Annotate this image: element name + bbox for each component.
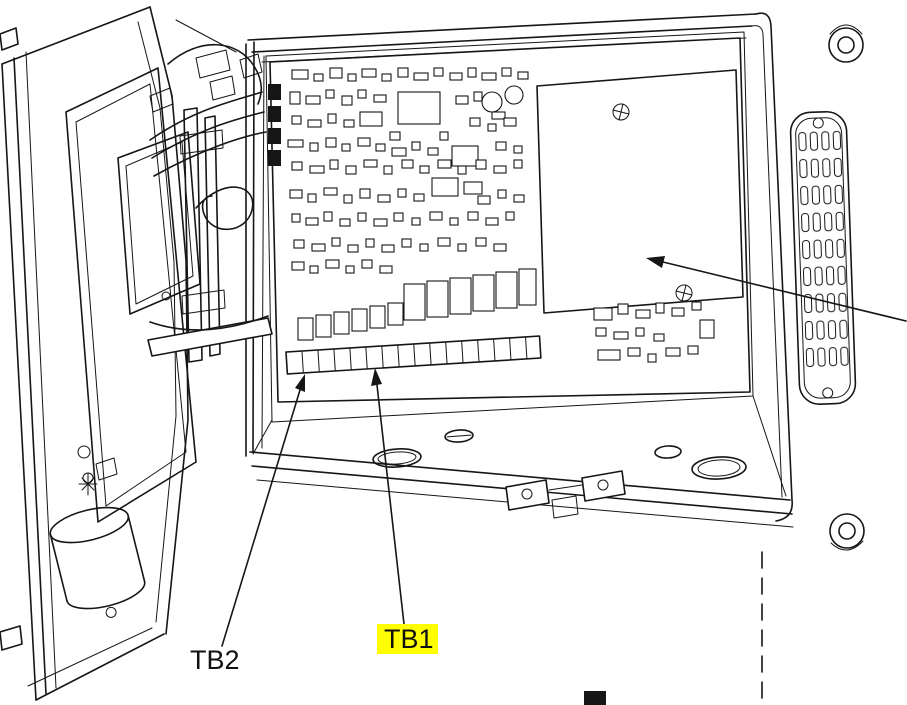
ic-chip	[397, 91, 441, 125]
pcb-connector	[268, 106, 281, 122]
leader-tb2	[221, 374, 305, 647]
display-board	[65, 67, 197, 523]
screw-star-icon	[78, 472, 98, 496]
slotted-vent-panel	[789, 110, 857, 405]
floor-cutouts	[372, 429, 747, 480]
mounting-bracket	[505, 470, 626, 519]
label-tb1: TB1	[384, 624, 434, 654]
ic-chip	[463, 181, 483, 195]
diagram-labels: TB2 TB1	[190, 624, 438, 675]
capacitor-cylinder	[49, 506, 146, 618]
pcb-components-lower	[593, 301, 715, 363]
pcb-connector	[268, 150, 281, 166]
pcb-components	[287, 67, 529, 274]
label-tb2: TB2	[190, 645, 240, 675]
tb1-highlight	[377, 624, 438, 654]
ribbon-cable	[147, 317, 273, 357]
door-assembly	[0, 6, 201, 701]
leader-tb1	[371, 368, 405, 625]
ic-chip	[451, 145, 479, 167]
bottom-marks	[584, 551, 763, 705]
terminal-strip	[285, 335, 542, 375]
plate-screw-bottom-icon	[675, 284, 693, 302]
ic-chip	[431, 177, 459, 197]
bottom-black-tab	[584, 691, 606, 705]
vent-slots	[795, 125, 851, 373]
arrow-cover-plate	[646, 256, 907, 322]
corner-screw-bottom-right-icon	[829, 513, 865, 551]
pcb-connector	[268, 128, 281, 144]
ic-chip	[359, 111, 383, 127]
annotations	[221, 256, 907, 647]
cover-plate	[536, 69, 744, 314]
pcb-connector	[268, 84, 281, 100]
wire-harness	[147, 43, 273, 357]
plate-screw-top-icon	[612, 103, 630, 121]
corner-screw-top-right-icon	[828, 24, 864, 63]
relay-row	[297, 268, 537, 341]
